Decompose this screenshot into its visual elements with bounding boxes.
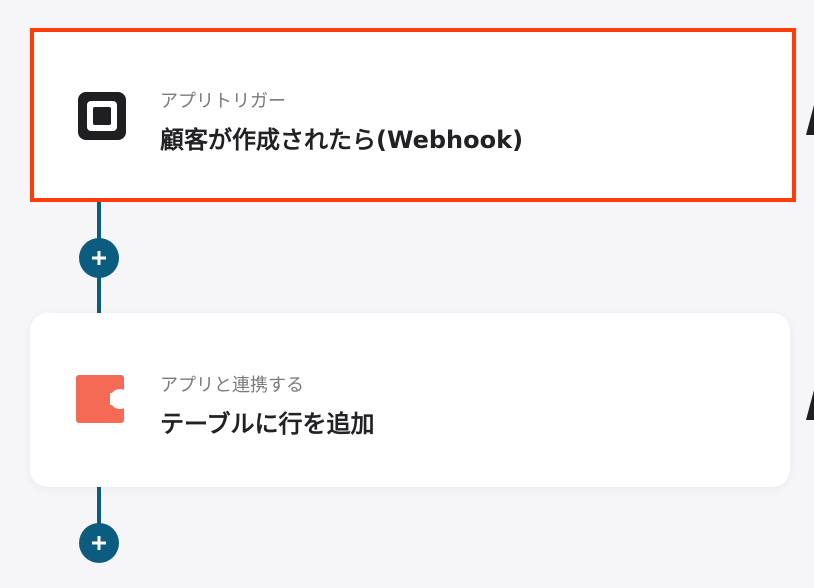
add-step-button[interactable] [79, 523, 119, 563]
plus-icon [92, 536, 106, 550]
flow-connector-line [97, 487, 101, 527]
action-title: テーブルに行を追加 [160, 410, 375, 438]
add-step-button[interactable] [79, 238, 119, 278]
edge-warning-icon [802, 105, 814, 135]
action-category-label: アプリと連携する [160, 375, 304, 396]
square-app-icon [78, 92, 126, 140]
trigger-category-label: アプリトリガー [160, 91, 286, 112]
edge-warning-icon [802, 390, 814, 420]
trigger-title: 顧客が作成されたら(Webhook) [160, 126, 524, 154]
plus-icon [92, 251, 106, 265]
action-step-card[interactable]: アプリと連携する テーブルに行を追加 [30, 313, 790, 487]
coda-app-icon [76, 375, 130, 423]
trigger-step-card[interactable]: アプリトリガー 顧客が作成されたら(Webhook) [30, 28, 796, 202]
